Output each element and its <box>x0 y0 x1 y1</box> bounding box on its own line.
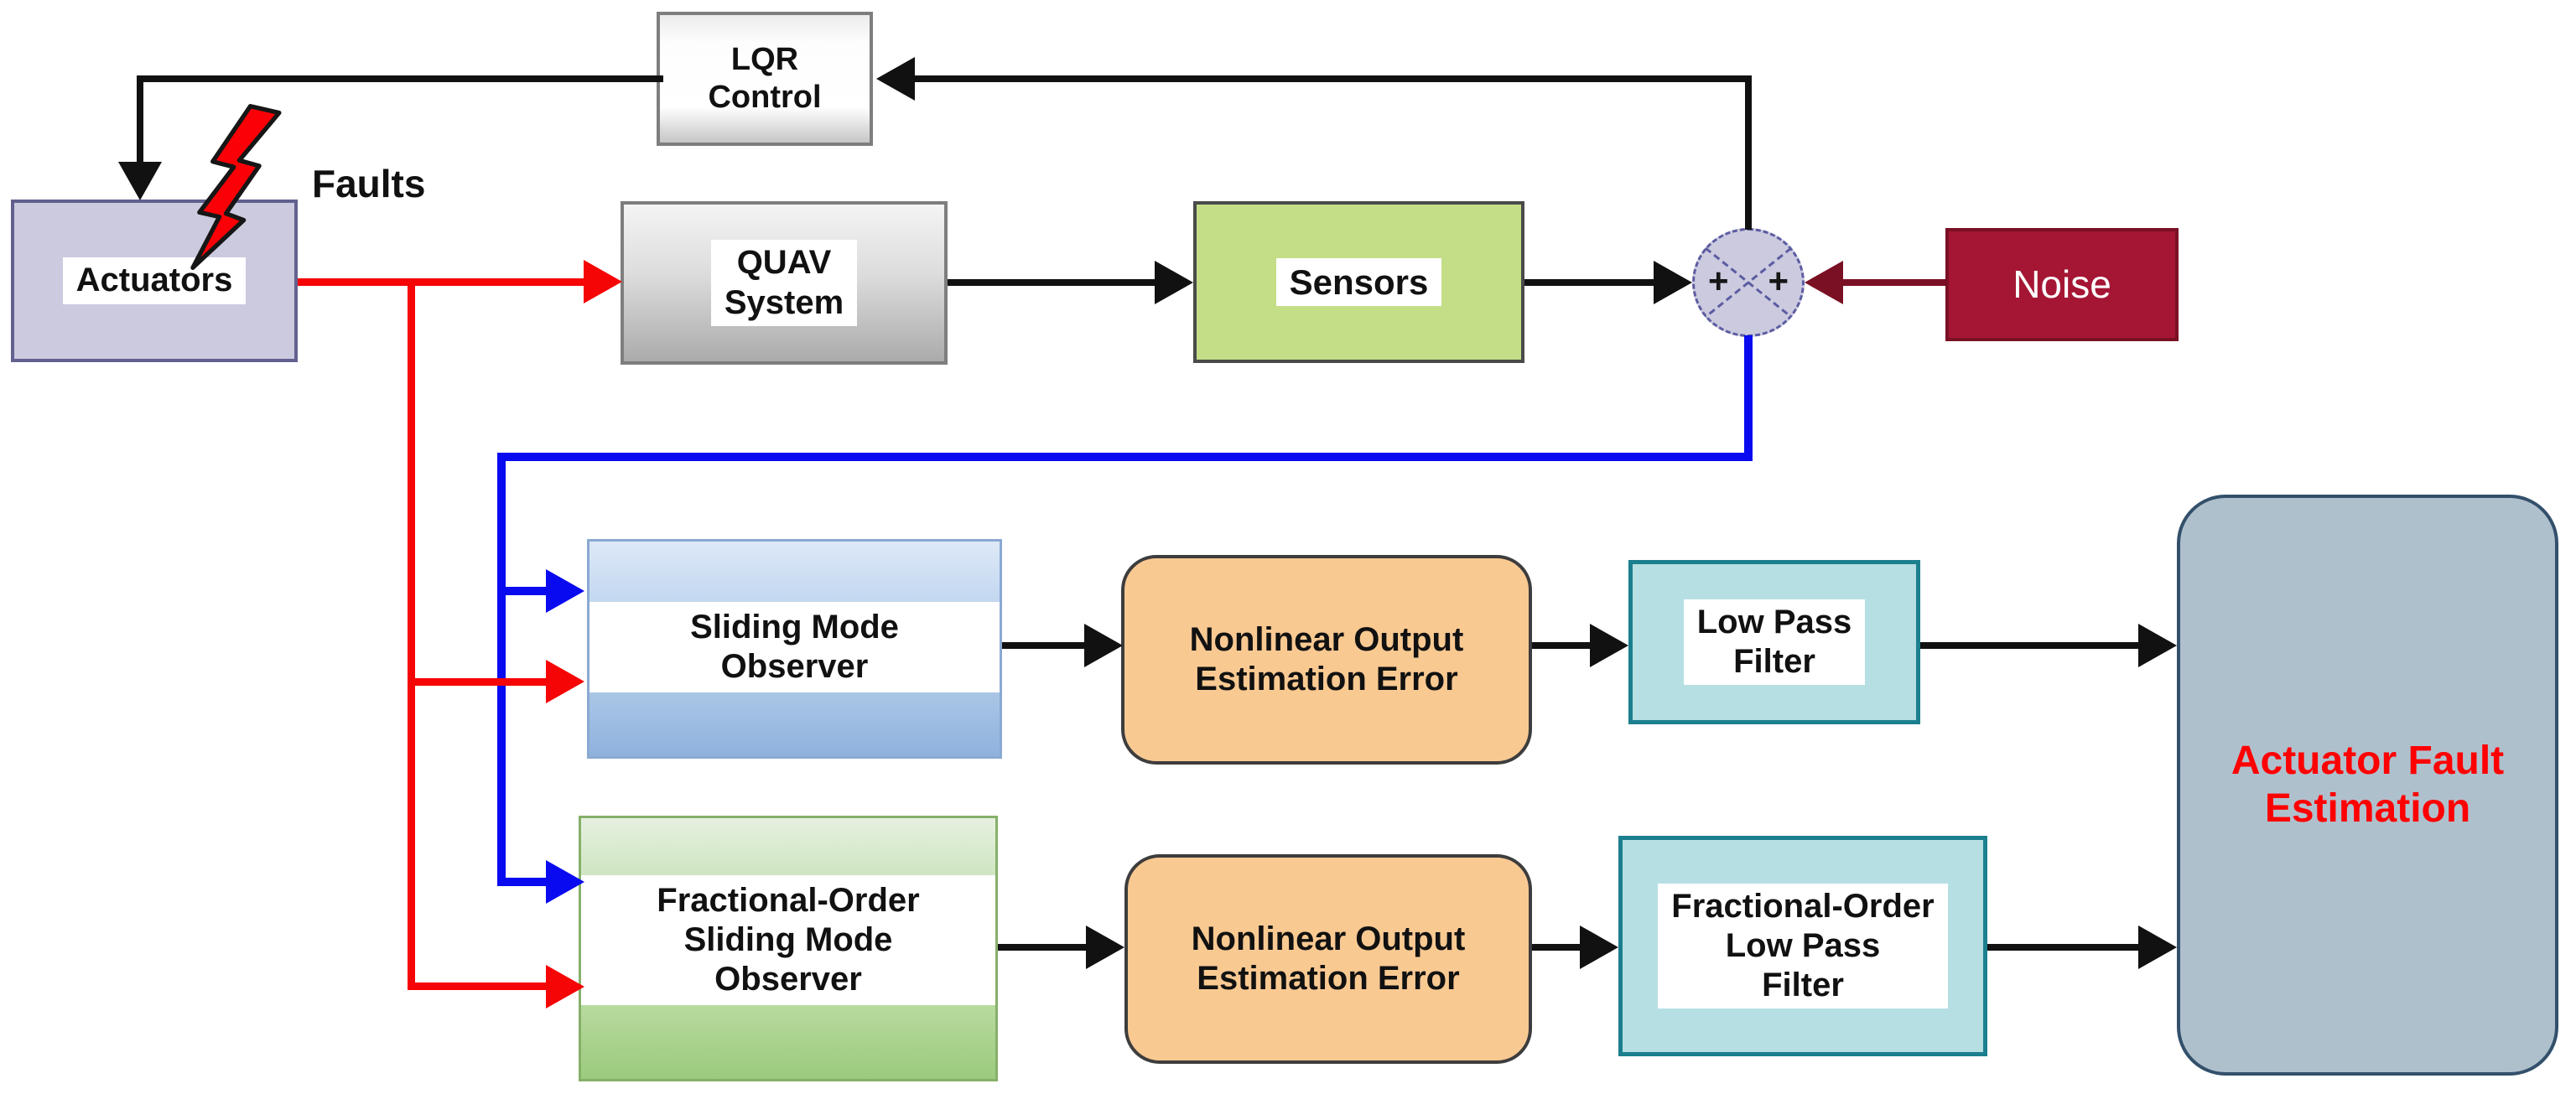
fosmo-bottom-band <box>581 1005 995 1079</box>
smo-bottom-band <box>589 692 1000 756</box>
fosmo-to-error2-line <box>998 944 1088 951</box>
arrowhead-into-sum-left <box>1654 261 1692 304</box>
lqr-feedback-left-hline <box>137 75 663 82</box>
sliding-mode-observer-block: Sliding Mode Observer <box>587 539 1002 759</box>
blue-hline <box>497 453 1753 461</box>
quav-system-label: QUAV System <box>710 240 858 326</box>
actuators-label: Actuators <box>62 257 247 304</box>
actuators-block: Actuators <box>11 200 298 362</box>
sum-to-lqr-hline <box>915 75 1752 82</box>
nonlinear-error-bottom-label: Nonlinear Output Estimation Error <box>1191 920 1466 997</box>
red-vline <box>408 278 415 990</box>
red-arrowhead-into-quav <box>584 260 622 303</box>
actuators-to-quav-line <box>298 278 584 286</box>
arrowhead-into-sum-right <box>1805 261 1843 304</box>
blue-arrowhead-into-smo <box>546 569 584 613</box>
arrowhead-into-error2 <box>1086 925 1124 969</box>
summing-junction: + + <box>1692 228 1805 337</box>
arrowhead-into-flpf <box>1580 925 1618 969</box>
blue-vline <box>497 453 506 886</box>
fractional-smo-label: Fractional-Order Sliding Mode Observer <box>657 881 920 998</box>
quav-system-block: QUAV System <box>621 201 948 365</box>
red-arrowhead-into-fosmo <box>546 965 584 1008</box>
nonlinear-error-top-label: Nonlinear Output Estimation Error <box>1189 620 1464 697</box>
actuator-fault-estimation-label: Actuator Fault Estimation <box>2231 738 2505 831</box>
lqr-control-block: LQR Control <box>657 12 873 146</box>
lqr-to-actuators-vline <box>137 75 143 163</box>
red-branch-smo <box>411 678 546 686</box>
fractional-lpf-label: Fractional-Order Low Pass Filter <box>1658 883 1948 1009</box>
sum-plus-right: + <box>1768 261 1789 301</box>
fractional-order-low-pass-filter-block: Fractional-Order Low Pass Filter <box>1618 836 1987 1056</box>
actuator-fault-estimation-block: Actuator Fault Estimation <box>2177 495 2558 1076</box>
blue-arrowhead-into-fosmo <box>546 860 584 904</box>
nonlinear-output-estimation-error-top-block: Nonlinear Output Estimation Error <box>1121 555 1532 765</box>
arrowhead-into-fault-bottom <box>2138 925 2177 969</box>
low-pass-filter-label: Low Pass Filter <box>1683 599 1866 686</box>
arrowhead-into-actuators <box>118 162 162 200</box>
noise-label: Noise <box>2012 262 2111 307</box>
arrowhead-into-error1 <box>1084 624 1123 667</box>
sum-plus-left: + <box>1708 261 1729 301</box>
nonlinear-output-estimation-error-bottom-block: Nonlinear Output Estimation Error <box>1124 854 1532 1064</box>
error1-to-lpf-line <box>1532 642 1592 649</box>
fosmo-top-band <box>581 818 995 875</box>
arrowhead-into-sensors <box>1155 261 1193 304</box>
fractional-order-sliding-mode-observer-block: Fractional-Order Sliding Mode Observer <box>579 816 998 1081</box>
lpf-to-fault-line <box>1920 642 2140 649</box>
blue-branch-fosmo <box>497 878 548 886</box>
sensors-block: Sensors <box>1193 201 1524 363</box>
arrowhead-into-lqr <box>876 57 915 101</box>
noise-block: Noise <box>1945 228 2179 341</box>
smo-top-band <box>589 542 1000 602</box>
lqr-control-label: LQR Control <box>708 42 822 115</box>
red-arrowhead-into-smo <box>546 660 584 703</box>
faults-label: Faults <box>312 162 426 205</box>
fault-lightning-icon <box>190 104 282 270</box>
noise-to-sum-line <box>1843 279 1947 286</box>
smo-to-error1-line <box>1002 642 1086 649</box>
sensors-to-sum-line <box>1524 279 1654 286</box>
error2-to-flpf-line <box>1532 944 1581 951</box>
sliding-mode-observer-label: Sliding Mode Observer <box>690 608 899 685</box>
quav-to-sensors-line <box>948 279 1155 286</box>
red-branch-fosmo <box>408 983 546 990</box>
sum-to-lqr-vline <box>1745 75 1752 230</box>
low-pass-filter-block: Low Pass Filter <box>1628 560 1920 724</box>
flpf-to-fault-line <box>1987 944 2140 951</box>
summing-junction-cross-icon <box>1705 246 1792 319</box>
sum-down-vline <box>1744 335 1753 457</box>
arrowhead-into-lpf <box>1590 624 1628 667</box>
blue-branch-smo <box>502 587 548 595</box>
sensors-label: Sensors <box>1275 257 1442 307</box>
arrowhead-into-fault-top <box>2138 624 2177 667</box>
